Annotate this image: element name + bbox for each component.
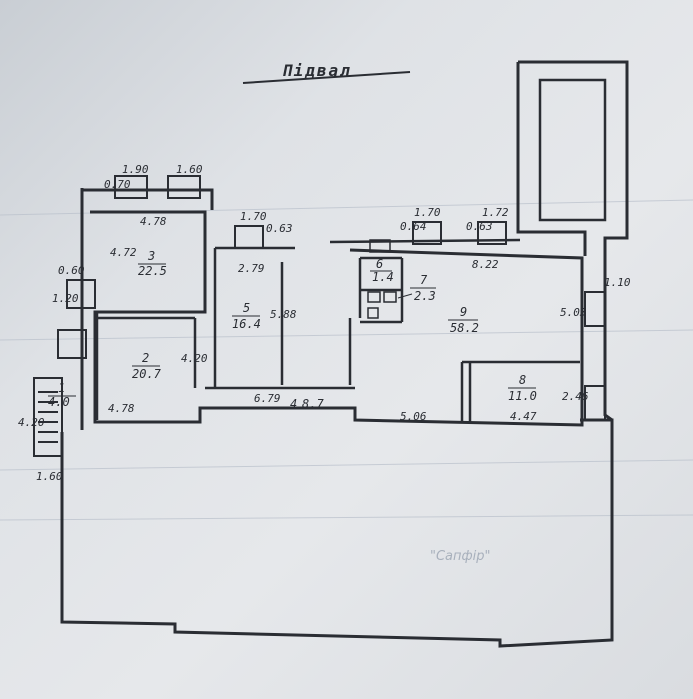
right-tower xyxy=(516,60,629,422)
dim-label: 1.90 xyxy=(122,163,149,176)
room-area: 16.4 xyxy=(232,317,261,331)
dim-label: 2.46 xyxy=(562,390,589,403)
dim-label: 4.20 xyxy=(181,352,208,365)
room-number: 1 xyxy=(58,381,65,395)
stair-left xyxy=(33,377,63,457)
dim-label: 4.78 xyxy=(108,402,135,415)
room-area: 11.0 xyxy=(508,389,537,403)
room-area: 22.5 xyxy=(138,264,167,278)
room-area: 8.7 xyxy=(302,397,324,411)
room-area: 2.3 xyxy=(414,289,436,303)
room-number: 8 xyxy=(519,373,526,387)
ghost-stamp: "Сапфір" xyxy=(430,549,490,564)
dim-label: 1.70 xyxy=(240,210,267,223)
room-number: 6 xyxy=(376,257,383,271)
dim-label: 0.63 xyxy=(266,222,293,235)
room-number: 3 xyxy=(147,249,155,263)
paper-background-lines xyxy=(0,199,693,521)
dim-label: 4.72 xyxy=(110,246,137,259)
interior-walls xyxy=(95,238,580,422)
dim-label: 1.60 xyxy=(36,470,63,483)
dim-label: 1.72 xyxy=(482,206,509,219)
dim-label: 4.47 xyxy=(510,410,537,423)
dim-label: 1.60 xyxy=(176,163,203,176)
room-number: 9 xyxy=(460,305,467,319)
room-area: 58.2 xyxy=(450,321,479,335)
window-wells xyxy=(57,175,606,421)
dim-label: 5.03 xyxy=(560,306,587,319)
room-area: 1.4 xyxy=(372,270,394,284)
dim-label: 0.64 xyxy=(400,220,427,233)
dim-label: 0.70 xyxy=(104,178,131,191)
dim-label: 4.78 xyxy=(140,215,167,228)
room-area: 20.7 xyxy=(132,367,162,381)
room-number: 5 xyxy=(243,301,250,315)
room-number: 7 xyxy=(420,273,428,287)
room-number: 4 xyxy=(290,397,297,411)
room-number: 2 xyxy=(142,351,149,365)
dim-label: 5.88 xyxy=(270,308,297,321)
dim-label: 8.22 xyxy=(472,258,499,271)
dim-label: 1.20 xyxy=(52,292,79,305)
dim-label: 0.60 xyxy=(58,264,85,277)
dim-label: 1.10 xyxy=(604,276,631,289)
dim-label: 2.79 xyxy=(238,262,265,275)
dim-label: 6.79 xyxy=(254,392,281,405)
title-underline xyxy=(242,71,411,84)
ghost-stamp-text: "Сапфір" xyxy=(430,549,490,564)
dim-label: 4.20 xyxy=(18,416,45,429)
dim-label: 5.06 xyxy=(400,410,427,423)
dim-label: 0.63 xyxy=(466,220,493,233)
plan-title: Підвал xyxy=(282,61,352,80)
room-labels: 1 4.0 2 20.7 3 22.5 4 8.7 5 16.4 6 1.4 7… xyxy=(48,249,537,411)
sanitary-fixtures xyxy=(367,239,397,319)
dimension-labels: 1.90 1.60 0.70 4.78 1.70 0.63 0.64 1.70 … xyxy=(18,163,631,483)
dim-label: 1.70 xyxy=(414,206,441,219)
room-area: 4.0 xyxy=(48,395,70,409)
